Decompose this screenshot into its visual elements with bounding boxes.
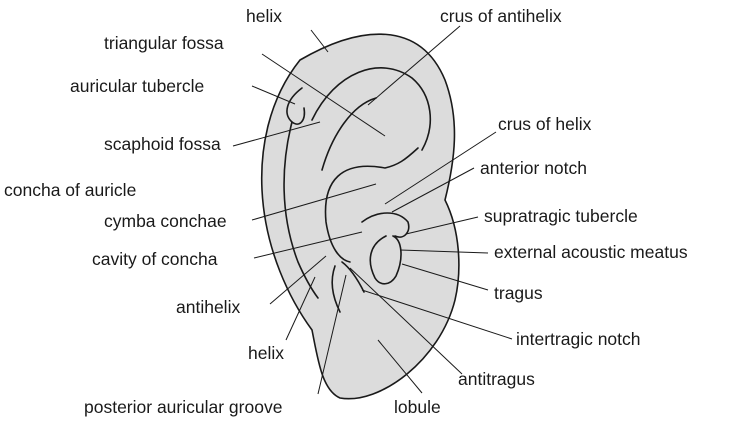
label-anterior-notch: anterior notch xyxy=(480,158,587,178)
label-helix-bottom: helix xyxy=(248,343,284,363)
label-triangular-fossa: triangular fossa xyxy=(104,33,224,53)
label-concha-of-auricle: concha of auricle xyxy=(4,180,136,200)
leader-helix-top xyxy=(311,30,328,52)
label-crus-of-antihelix: crus of antihelix xyxy=(440,6,562,26)
label-scaphoid-fossa: scaphoid fossa xyxy=(104,134,221,154)
label-external-acoustic-meatus: external acoustic meatus xyxy=(494,242,688,262)
label-antitragus: antitragus xyxy=(458,369,535,389)
label-intertragic-notch: intertragic notch xyxy=(516,329,641,349)
label-lobule: lobule xyxy=(394,397,441,417)
label-tragus: tragus xyxy=(494,283,543,303)
label-antihelix: antihelix xyxy=(176,297,240,317)
label-posterior-auricular-groove: posterior auricular groove xyxy=(84,397,282,417)
label-cavity-of-concha: cavity of concha xyxy=(92,249,217,269)
label-helix-top: helix xyxy=(246,6,282,26)
label-crus-of-helix: crus of helix xyxy=(498,114,591,134)
label-auricular-tubercle: auricular tubercle xyxy=(70,76,204,96)
ear-outline xyxy=(262,34,459,399)
label-supratragic-tubercle: supratragic tubercle xyxy=(484,206,638,226)
label-cymba-conchae: cymba conchae xyxy=(104,211,227,231)
